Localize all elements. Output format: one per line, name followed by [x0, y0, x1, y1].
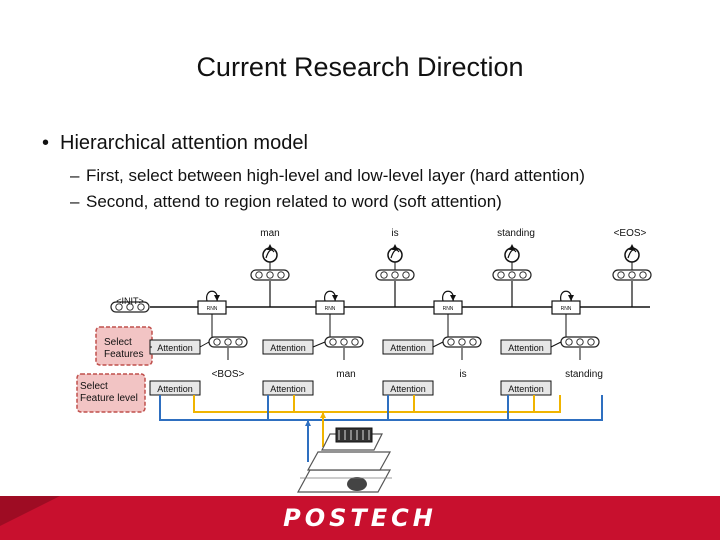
bullet-main: • Hierarchical attention model	[42, 132, 702, 155]
bullet-sub-2: –Second, attend to region related to wor…	[70, 189, 702, 215]
rnn-label-2: RNN	[443, 306, 454, 312]
input-image-figure	[347, 477, 367, 491]
context-vector-0-cell	[213, 338, 221, 346]
attention-low-label-0: Attention	[157, 384, 193, 394]
dash: –	[70, 166, 80, 185]
attention-high-label-0: Attention	[157, 343, 193, 353]
output-arrow	[629, 244, 635, 250]
context-vector-3-cell	[565, 338, 573, 346]
output-word-1: is	[391, 228, 398, 239]
cnn-layer-bottom	[296, 469, 392, 493]
output-arrow	[509, 244, 515, 250]
output-vector-1-cell	[380, 271, 388, 279]
attention-low-label-3: Attention	[508, 384, 544, 394]
softmax-curve	[390, 249, 400, 259]
select-features-label: Features	[104, 349, 143, 360]
softmax-curve	[265, 249, 275, 259]
slide-title: Current Research Direction	[196, 52, 524, 82]
output-vector-2-cell	[519, 271, 527, 279]
rnn-loop-arrow	[568, 295, 574, 301]
postech-logo: POSTECH	[283, 504, 437, 532]
hierarchical-attention-diagram: man is standing <EOS> <INIT> RNN RNN RNN RNN Sele…	[76, 228, 652, 493]
init-label: <INIT>	[116, 296, 144, 306]
attention-high-label-1: Attention	[270, 343, 306, 353]
input-word-0: <BOS>	[212, 369, 245, 380]
context-vector-0-cell	[235, 338, 243, 346]
select-feature-level-box	[76, 373, 146, 413]
output-vector-0-cell	[255, 271, 263, 279]
bullet-sub-1-text: First, select between high-level and low…	[86, 166, 585, 185]
yellow-feature-line	[193, 395, 561, 413]
select-feature-level-label: Select	[80, 381, 108, 392]
context-vector-1-cell	[340, 338, 348, 346]
context-vector-3-cell	[587, 338, 595, 346]
attention-high-label-2: Attention	[390, 343, 426, 353]
output-word-0: man	[260, 228, 279, 239]
attention-high-label-3: Attention	[508, 343, 544, 353]
output-vector-1-cell	[402, 271, 410, 279]
select-features-label: Select	[104, 337, 132, 348]
att-to-vec	[199, 341, 210, 348]
attention-low-1	[262, 380, 314, 396]
footer-wedge	[0, 496, 720, 540]
init-vector-cell	[137, 303, 145, 311]
select-feature-level-label: Feature level	[80, 393, 138, 404]
attention-low-label-1: Attention	[270, 384, 306, 394]
bullet-dot: •	[42, 132, 50, 154]
output-vector-3-cell	[617, 271, 625, 279]
att-to-vec	[550, 341, 562, 348]
context-vector-2-cell	[458, 338, 466, 346]
output-vector-1-cell	[391, 271, 399, 279]
bullet-main-text: Hierarchical attention model	[60, 132, 308, 154]
context-vector-2-cell	[469, 338, 477, 346]
output-vector-3-cell	[639, 271, 647, 279]
blue-arrow	[305, 420, 311, 426]
bullet-sub-1: –First, select between high-level and lo…	[70, 163, 702, 189]
output-vector-3-cell	[628, 271, 636, 279]
output-vector-2-cell	[508, 271, 516, 279]
context-vector-1-cell	[351, 338, 359, 346]
cnn-layer-middle	[306, 451, 392, 471]
rnn-label-0: RNN	[207, 306, 218, 312]
init-vector-cell	[115, 303, 123, 311]
output-vector-2-cell	[497, 271, 505, 279]
input-word-3: standing	[565, 369, 603, 380]
rnn-loop-arrow	[332, 295, 338, 301]
rnn-label-3: RNN	[561, 306, 572, 312]
output-word-2: standing	[497, 228, 535, 239]
attention-low-0	[149, 380, 201, 396]
context-vector-1-cell	[329, 338, 337, 346]
rnn-label-1: RNN	[325, 306, 336, 312]
output-word-3: <EOS>	[614, 228, 647, 239]
output-arrow	[392, 244, 398, 250]
softmax-curve	[627, 249, 637, 259]
input-word-1: man	[336, 369, 355, 380]
cnn-stack	[296, 427, 392, 493]
context-vector-0-cell	[224, 338, 232, 346]
yellow-arrow	[320, 412, 326, 418]
bullet-sub-2-text: Second, attend to region related to word…	[86, 192, 502, 211]
softmax-curve	[507, 249, 517, 259]
output-arrow	[267, 244, 273, 250]
rnn-loop-arrow	[214, 295, 220, 301]
output-vector-0-cell	[277, 271, 285, 279]
context-vector-2-cell	[447, 338, 455, 346]
bullet-list: • Hierarchical attention model –First, se…	[42, 132, 702, 215]
context-vector-3-cell	[576, 338, 584, 346]
attention-low-3	[500, 380, 552, 396]
init-vector-cell	[126, 303, 134, 311]
blue-feature-line	[159, 395, 603, 421]
rnn-loop-arrow	[450, 295, 456, 301]
input-word-2: is	[459, 369, 466, 380]
attention-low-2	[382, 380, 434, 396]
att-to-vec	[312, 341, 326, 348]
cnn-block	[335, 427, 373, 443]
attention-low-label-2: Attention	[390, 384, 426, 394]
dash: –	[70, 192, 80, 211]
output-vector-0-cell	[266, 271, 274, 279]
att-to-vec	[432, 341, 444, 348]
